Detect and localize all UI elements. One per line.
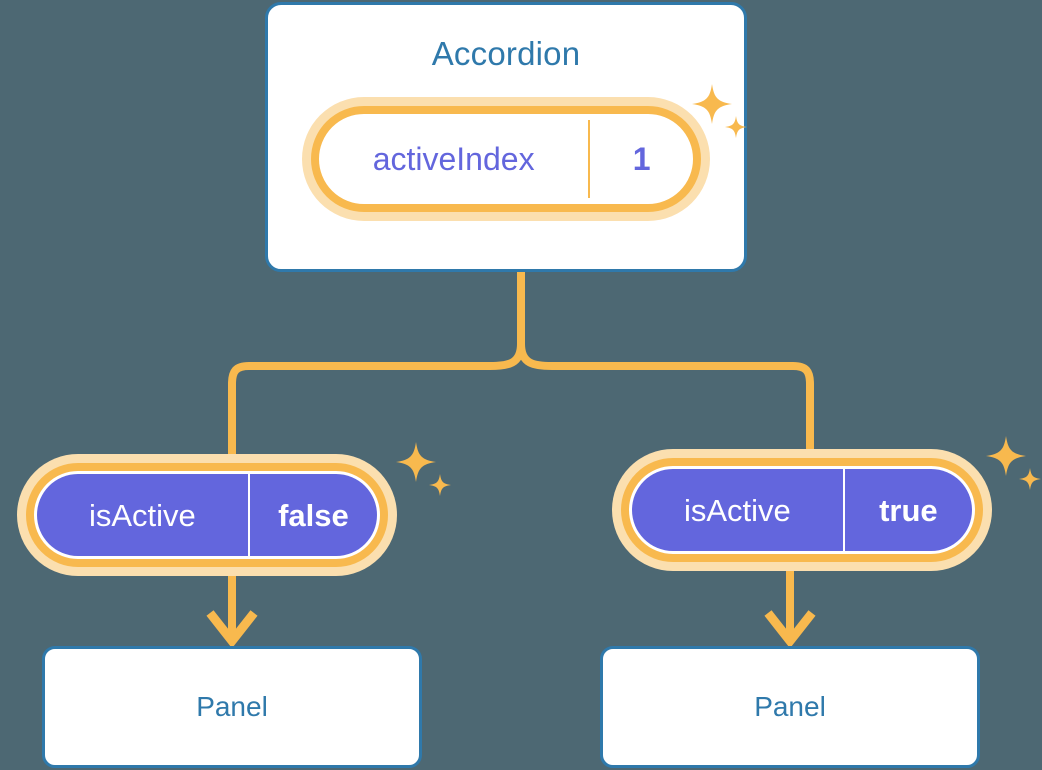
state-pill-inner: activeIndex 1: [311, 106, 701, 212]
arrow-down-icon-left: [206, 610, 258, 649]
prop-key-label-right: isActive: [683, 492, 791, 528]
prop-pill-is-active-true[interactable]: isActive true: [612, 449, 992, 571]
panel-card-left[interactable]: Panel: [42, 646, 422, 768]
state-key-label: activeIndex: [372, 141, 535, 177]
pill-divider: [588, 120, 591, 198]
sparkle-icon-group-right: [986, 436, 1041, 490]
prop-value-label-left: false: [278, 497, 349, 533]
sparkle-icon-large: [986, 436, 1026, 476]
connector-fork-left: [228, 343, 525, 463]
prop-key-label-left: isActive: [88, 497, 196, 533]
sparkle-icon-small: [429, 474, 451, 496]
prop-pill-is-active-false[interactable]: isActive false: [17, 454, 397, 576]
sparkle-icon-small: [1019, 468, 1041, 490]
sparkle-icon-large: [396, 442, 436, 482]
arrow-down-icon-right: [764, 610, 816, 649]
state-value-label: 1: [632, 141, 651, 177]
sparkle-icon-group-left: [396, 442, 451, 496]
prop-value-label-right: true: [879, 492, 938, 528]
page-title: Accordion: [431, 35, 581, 72]
panel-title-left: Panel: [196, 691, 268, 722]
prop-pill-inner-right: isActive true: [621, 458, 983, 562]
state-pill-active-index[interactable]: activeIndex 1: [302, 97, 710, 221]
prop-pill-inner-left: isActive false: [26, 463, 388, 567]
connector-fork-right: [517, 343, 814, 458]
panel-card-right[interactable]: Panel: [600, 646, 980, 768]
pill-divider: [842, 469, 845, 551]
panel-title-right: Panel: [754, 691, 826, 722]
prop-pill-body-left: isActive false: [37, 474, 377, 556]
prop-pill-body-right: isActive true: [632, 469, 972, 551]
pill-divider: [247, 474, 250, 556]
